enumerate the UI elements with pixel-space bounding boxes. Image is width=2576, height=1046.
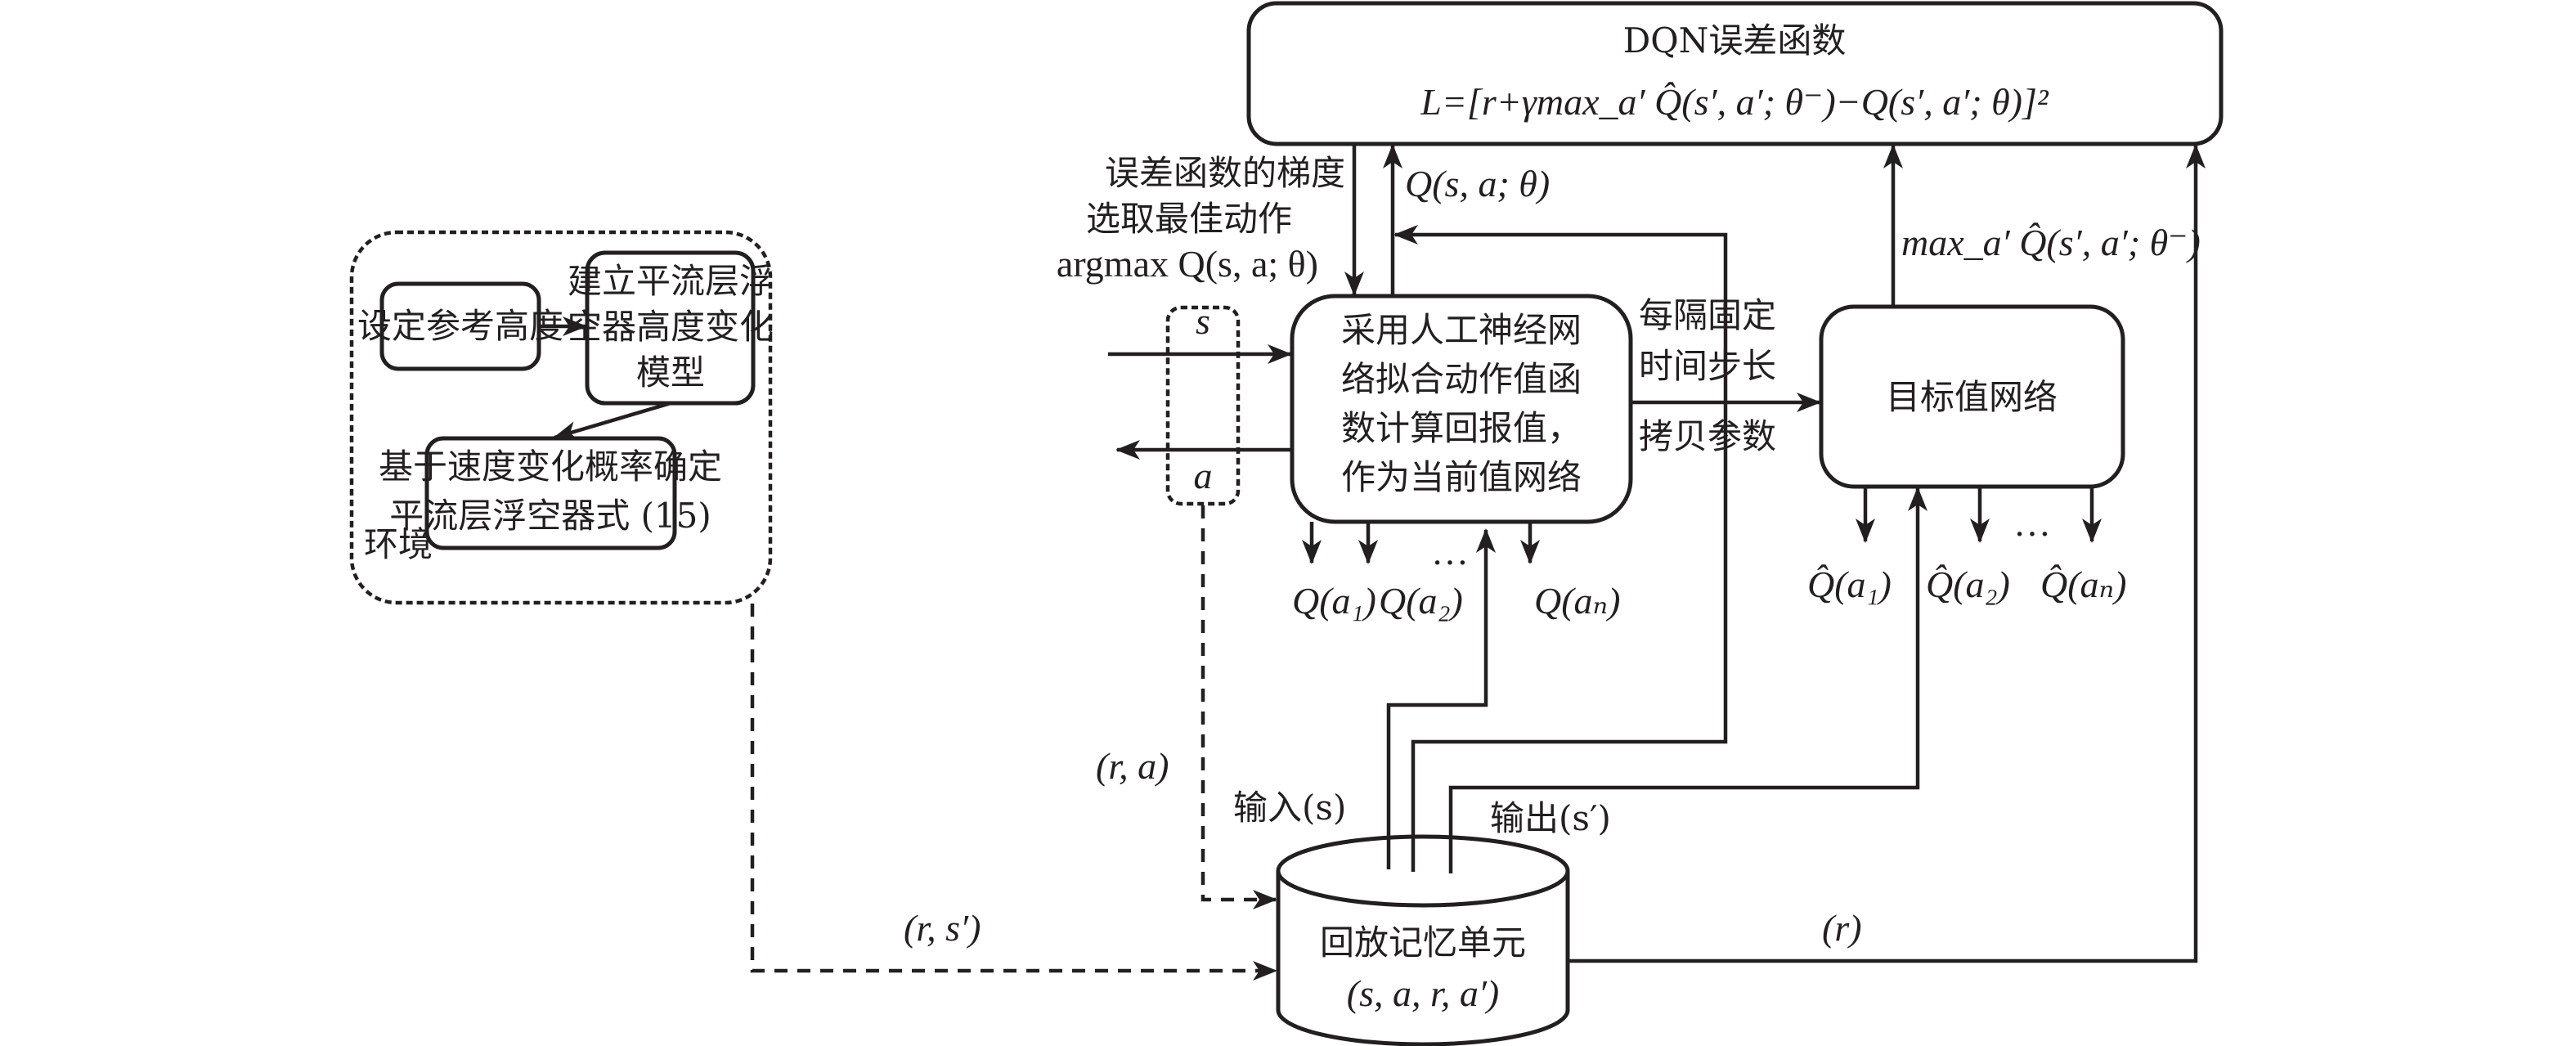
input-s-label: 输入(s) [1233,788,1346,828]
arrow-replay-output-to-target [1448,487,1928,873]
replay-memory-title: 回放记忆单元 [1320,923,1526,963]
arrow-replay-input-to-current [1386,528,1496,869]
arrow-model-to-probability [553,401,671,441]
copy-params-line-2: 时间步长 [1639,346,1776,386]
select-best-label: 选取最佳动作 [1086,199,1292,239]
altitude-model-line-3: 模型 [636,352,705,393]
arrow-replay-to-loss-branch [1393,225,1728,872]
q-value-label: Q(s, a; θ) [1405,163,1550,204]
qhat-an-label: Q̂(aₙ) [2040,563,2127,605]
loss-box-title: DQN误差函数 [1623,20,1847,61]
copy-params-line-3: 拷贝参数 [1639,416,1776,456]
target-max-label: max_a′ Q̂(s′, a′; θ⁻) [1901,222,2201,263]
state-action-pill: s a [1165,300,1241,506]
qhat-a2-label: Q̂(a₂) [1926,563,2010,605]
current-network-line-4: 作为当前值网络 [1341,457,1582,497]
gradient-label: 误差函数的梯度 [1105,153,1345,193]
probability-box: 基于速度变化概率确定 平流层浮空器式 (15) [379,436,722,550]
action-label: a [1194,455,1213,496]
loss-formula: L=[r+γmax_a′ Q̂(s′, a′; θ⁻)−Q(s′, a′; θ)… [1420,81,2049,123]
loss-function-box: DQN误差函数 L=[r+γmax_a′ Q̂(s′, a′; θ⁻)−Q(s′… [1246,1,2224,146]
state-label: s [1196,300,1210,342]
r-a-label: (r, a) [1096,745,1169,787]
environment-label: 环境 [364,524,433,564]
qhat-a1-label: Q̂(a₁) [1807,563,1892,605]
q-a2-label: Q(a₂) [1379,580,1463,622]
target-network-label: 目标值网络 [1886,377,2058,417]
replay-memory-tuple: (s, a, r, a′) [1347,972,1499,1014]
reference-height-box: 设定参考高度 [357,281,563,371]
qhat-ellipsis: … [2013,502,2051,544]
current-network-line-3: 数计算回报值， [1341,408,1582,448]
arrow-reward-to-loss [1568,144,2206,963]
reference-height-label: 设定参考高度 [357,306,563,346]
current-network-line-2: 络拟合动作值函 [1341,359,1582,399]
q-a1-label: Q(a₁) [1292,580,1376,622]
probability-line-2: 平流层浮空器式 (15) [389,496,711,536]
reward-label: (r) [1822,907,1862,949]
dashed-arrow-environment-to-replay [750,604,1277,981]
copy-params-line-1: 每隔固定 [1639,295,1776,335]
altitude-model-line-2: 空器高度变化 [568,307,774,347]
q-an-label: Q(aₙ) [1534,580,1621,622]
environment-group: 环境 设定参考高度 建立平流层浮 空器高度变化 模型 基于速度变化概率确定 平流… [349,230,774,605]
replay-memory-cylinder: 回放记忆单元 (s, a, r, a′) [1276,834,1570,1046]
q-ellipsis: … [1431,531,1469,572]
current-network-line-1: 采用人工神经网 [1341,310,1582,350]
output-s-label: 输出(s′) [1490,798,1611,838]
probability-line-1: 基于速度变化概率确定 [379,447,722,487]
current-value-network-box: 采用人工神经网 络拟合动作值函 数计算回报值， 作为当前值网络 [1290,294,1633,524]
target-value-network-box: 目标值网络 [1819,304,2125,489]
argmax-label: argmax Q(s, a; θ) [1057,243,1318,285]
altitude-model-line-1: 建立平流层浮 [568,261,774,301]
dashed-arrow-action-to-replay [1200,505,1277,909]
altitude-model-box: 建立平流层浮 空器高度变化 模型 [568,250,774,406]
r-s-label: (r, s′) [904,907,981,949]
